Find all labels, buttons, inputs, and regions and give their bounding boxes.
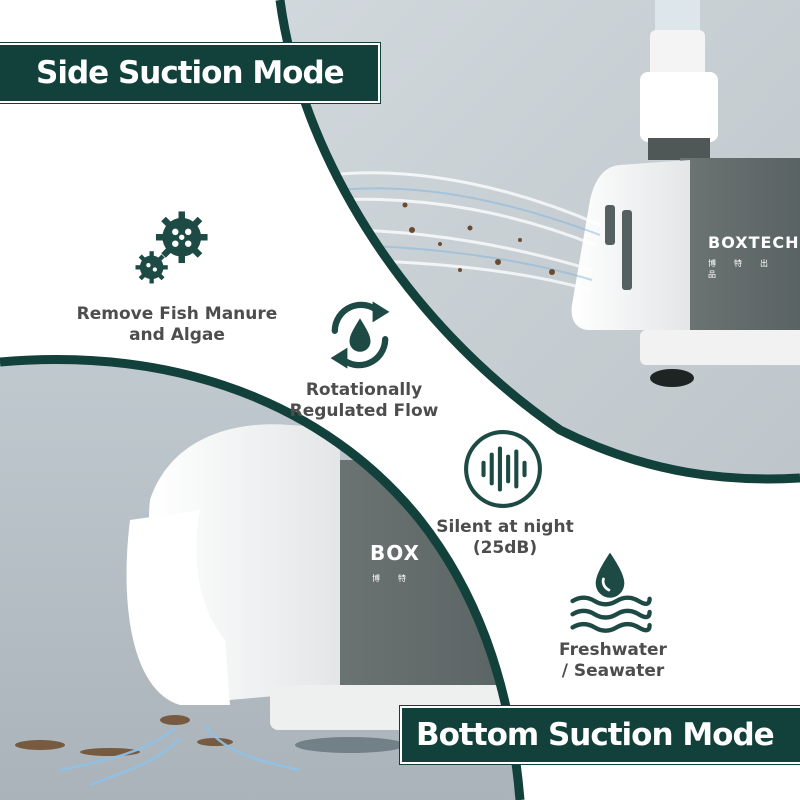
- gears-icon: [135, 211, 208, 284]
- feature-label-rotational-flow: Rotationally Regulated Flow: [266, 380, 462, 422]
- feature-line: Rotationally: [305, 380, 423, 400]
- water-drop-waves-icon: [570, 552, 652, 633]
- side-suction-mode-banner: Side Suction Mode: [0, 42, 381, 104]
- feature-label-silent: Silent at night (25dB): [420, 517, 590, 559]
- sound-wave-icon: [464, 430, 542, 508]
- feature-line: / Seawater: [561, 661, 665, 681]
- brand-logo-top: BOXTECH: [708, 233, 800, 252]
- feature-line: (25dB): [472, 538, 538, 558]
- brand-subtitle-bottom: 博特: [372, 574, 424, 583]
- feature-line: Freshwater: [559, 640, 667, 660]
- feature-label-fresh-sea-water: Freshwater / Seawater: [528, 640, 698, 682]
- feature-line: Regulated Flow: [289, 401, 439, 421]
- feature-line: and Algae: [129, 325, 225, 345]
- feature-label-remove-manure: Remove Fish Manure and Algae: [66, 304, 288, 346]
- bottom-suction-mode-banner: Bottom Suction Mode: [399, 705, 800, 765]
- feature-line: Silent at night: [436, 517, 574, 537]
- rotate-drop-icon: [330, 301, 390, 369]
- brand-subtitle-top: 博特出品: [708, 259, 786, 279]
- brand-logo-bottom: BOX: [370, 541, 420, 565]
- feature-line: Remove Fish Manure: [76, 304, 278, 324]
